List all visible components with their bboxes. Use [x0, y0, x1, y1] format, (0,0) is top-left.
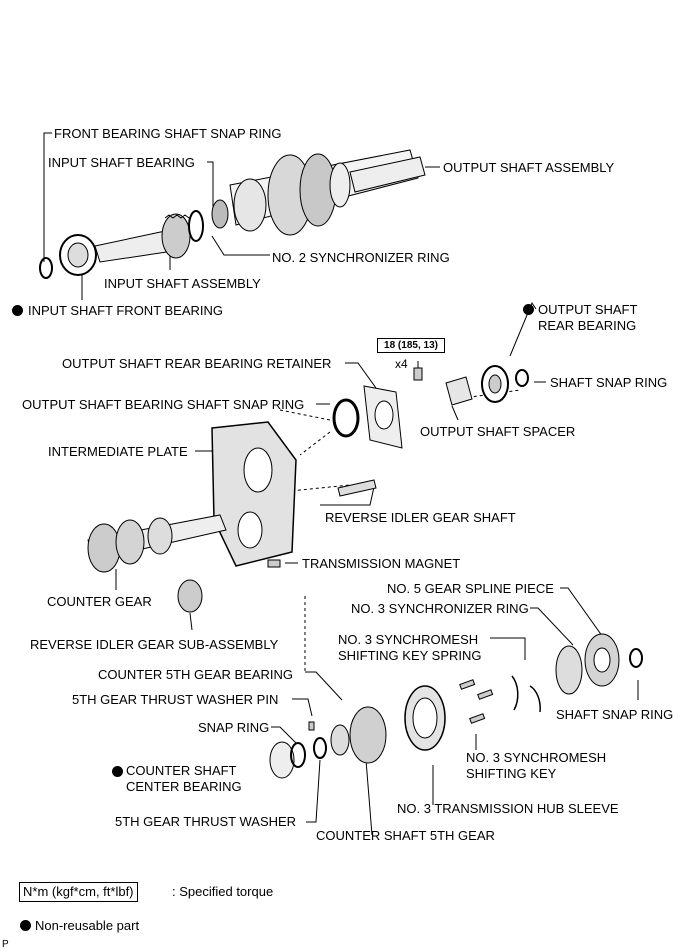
- legend-specified-torque: : Specified torque: [172, 884, 274, 899]
- bolt-quantity: x4: [395, 357, 408, 371]
- label-no3-synchromesh-key-spring: NO. 3 SYNCHROMESH SHIFTING KEY SPRING: [338, 632, 482, 663]
- label-front-bearing-shaft-snap-ring: FRONT BEARING SHAFT SNAP RING: [54, 126, 282, 141]
- label-no5-gear-spline-piece: NO. 5 GEAR SPLINE PIECE: [387, 581, 554, 596]
- nonreusable-dot: [523, 304, 534, 315]
- label-no3-synchronizer-ring: NO. 3 SYNCHRONIZER RING: [351, 601, 529, 616]
- label-counter-5th-gear-bearing: COUNTER 5TH GEAR BEARING: [98, 667, 294, 682]
- nonreusable-dot: [112, 766, 123, 777]
- label-reverse-idler-gear-shaft: REVERSE IDLER GEAR SHAFT: [325, 510, 516, 525]
- label-input-shaft-front-bearing: INPUT SHAFT FRONT BEARING: [28, 303, 224, 318]
- label-shaft-snap-ring-lower: SHAFT SNAP RING: [556, 707, 674, 722]
- label-output-shaft-rear-bearing-retainer: OUTPUT SHAFT REAR BEARING RETAINER: [62, 356, 332, 371]
- legend-nonreusable-dot: [20, 920, 31, 931]
- label-counter-shaft-center-bearing: COUNTER SHAFT CENTER BEARING: [126, 763, 242, 794]
- label-input-shaft-bearing: INPUT SHAFT BEARING: [48, 155, 195, 170]
- label-counter-gear: COUNTER GEAR: [47, 594, 152, 609]
- label-output-shaft-bearing-snap-ring: OUTPUT SHAFT BEARING SHAFT SNAP RING: [22, 397, 305, 412]
- label-input-shaft-assembly: INPUT SHAFT ASSEMBLY: [104, 276, 261, 291]
- label-counter-shaft-5th-gear: COUNTER SHAFT 5TH GEAR: [316, 828, 495, 843]
- label-5th-gear-thrust-washer: 5TH GEAR THRUST WASHER: [115, 814, 297, 829]
- label-5th-gear-thrust-washer-pin: 5TH GEAR THRUST WASHER PIN: [72, 692, 279, 707]
- label-no3-synchromesh-shifting-key: NO. 3 SYNCHROMESH SHIFTING KEY: [466, 750, 607, 781]
- label-output-shaft-spacer: OUTPUT SHAFT SPACER: [420, 424, 576, 439]
- torque-spec-box: 18 (185, 13): [377, 338, 445, 353]
- label-no3-transmission-hub-sleeve: NO. 3 TRANSMISSION HUB SLEEVE: [397, 801, 619, 816]
- label-intermediate-plate: INTERMEDIATE PLATE: [48, 444, 188, 459]
- legend-nonreusable-part: Non-reusable part: [35, 918, 140, 933]
- corner-mark: P: [2, 939, 9, 950]
- label-snap-ring: SNAP RING: [198, 720, 270, 735]
- legend-torque-unit-box: N*m (kgf*cm, ft*lbf): [19, 882, 138, 902]
- label-shaft-snap-ring-upper: SHAFT SNAP RING: [550, 375, 668, 390]
- label-reverse-idler-gear-sub-assembly: REVERSE IDLER GEAR SUB-ASSEMBLY: [30, 637, 279, 652]
- nonreusable-dot: [12, 305, 23, 316]
- label-transmission-magnet: TRANSMISSION MAGNET: [302, 556, 461, 571]
- label-output-shaft-assembly: OUTPUT SHAFT ASSEMBLY: [443, 160, 615, 175]
- label-no2-synchronizer-ring: NO. 2 SYNCHRONIZER RING: [272, 250, 450, 265]
- label-output-shaft-rear-bearing: OUTPUT SHAFT REAR BEARING: [538, 302, 638, 333]
